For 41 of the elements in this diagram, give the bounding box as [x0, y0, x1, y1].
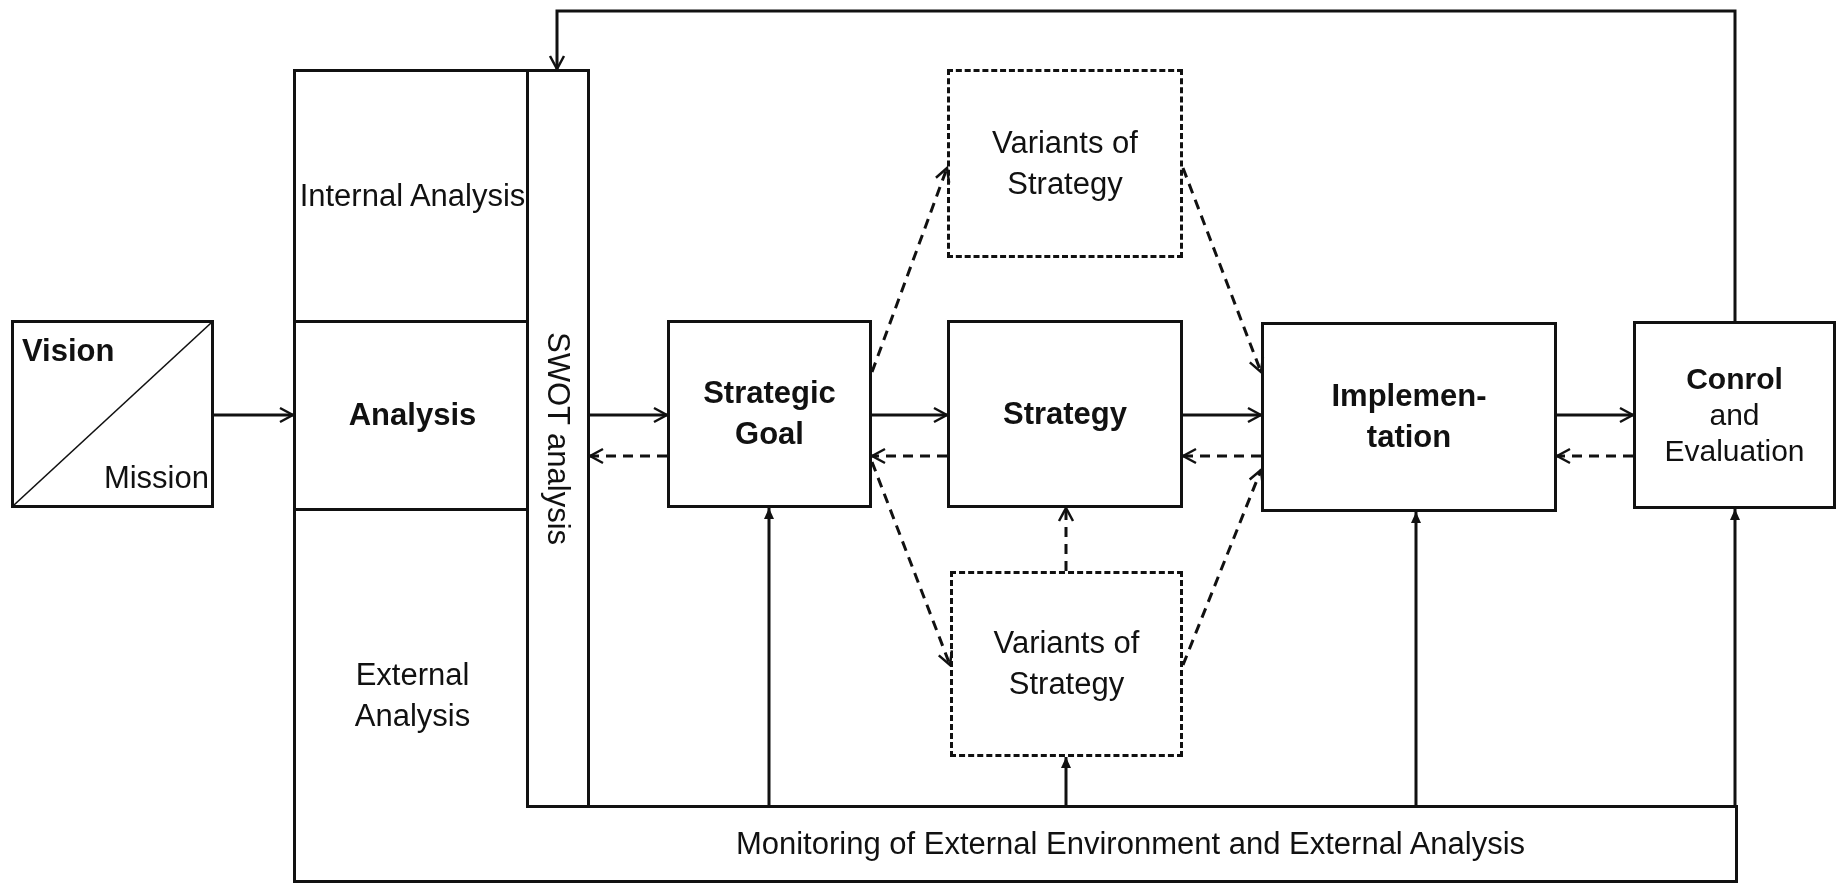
- process-box: [947, 320, 1183, 508]
- arrow: [1411, 512, 1421, 805]
- arrow: [590, 406, 669, 424]
- node-label: Variants of Strategy: [991, 123, 1139, 203]
- node-label: Strategy: [1002, 394, 1127, 433]
- arrow: [1557, 406, 1635, 424]
- dashed-arrow: [1057, 506, 1075, 571]
- dashed-arrow: [870, 447, 947, 465]
- variant-box: [950, 571, 1183, 757]
- node-label: Vision: [22, 332, 115, 370]
- arrow: [1183, 406, 1263, 424]
- node-label: SWOT analysis: [542, 331, 574, 545]
- dashed-arrow: [1181, 447, 1261, 465]
- node-label: Analysis: [348, 396, 477, 435]
- dashed-arrow: [1555, 447, 1633, 465]
- node-label: External Analysis: [353, 655, 472, 735]
- node-label: Strategic Goal: [702, 374, 837, 453]
- analysis-cell: [293, 69, 529, 323]
- node-label: Internal Analysis: [299, 176, 526, 215]
- analysis-cell: [293, 508, 529, 883]
- process-box: [1261, 322, 1557, 512]
- process-box: [667, 320, 872, 508]
- node-label: Conrol and Evaluation: [1663, 361, 1806, 469]
- monitoring-band: [526, 805, 1738, 883]
- node-label: Implemen- tation: [1330, 377, 1488, 456]
- node-label: Mission: [103, 459, 209, 498]
- dashed-arrow: [588, 447, 667, 465]
- arrow: [764, 508, 774, 805]
- arrow: [548, 9, 1737, 321]
- dashed-arrow: [870, 166, 951, 373]
- node-label: Variants of Strategy: [992, 624, 1141, 703]
- arrow: [1061, 757, 1071, 805]
- process-box: [1633, 321, 1836, 509]
- arrow: [872, 406, 949, 424]
- arrow: [1730, 509, 1740, 805]
- swot-column: [526, 69, 590, 808]
- dashed-arrow: [870, 461, 954, 667]
- node-label: Monitoring of External Environment and External Analysis: [735, 824, 1526, 863]
- variant-box: [947, 69, 1183, 258]
- dashed-arrow: [1181, 468, 1264, 666]
- arrow: [214, 406, 295, 424]
